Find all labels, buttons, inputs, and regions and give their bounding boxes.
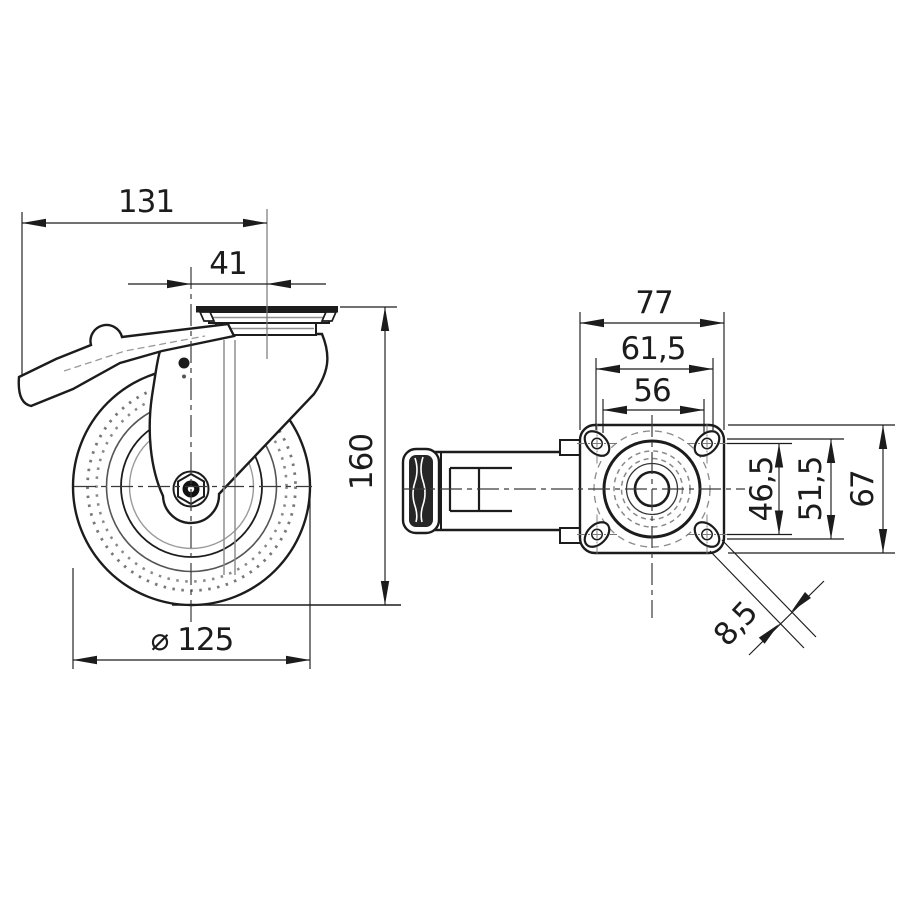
arrowhead: [700, 318, 724, 328]
grip-knurl-2: [420, 456, 426, 523]
bolt-hole-top-right: [687, 423, 727, 464]
arrowhead: [758, 620, 782, 644]
arrowhead: [380, 307, 390, 331]
plan-view: 77 61,5 56 46,5: [401, 285, 895, 656]
arrowhead: [788, 592, 811, 615]
dim-label-total-length: 131: [118, 184, 174, 220]
dimension-41: 41: [128, 246, 326, 289]
arrowhead: [243, 218, 267, 228]
dimension-131: 131: [21, 184, 267, 375]
dimension-51-5: 51,5: [727, 438, 844, 540]
brake-pedal-body: [17, 322, 236, 408]
rivet-dot: [178, 357, 190, 369]
grip-knurl-1: [412, 457, 418, 523]
brake-lever-plan: [401, 447, 592, 535]
arrowhead: [878, 425, 888, 449]
arrowhead: [73, 655, 97, 665]
arrowhead: [167, 279, 191, 289]
bolt-hole-bottom-right: [687, 514, 727, 555]
dim-label-total-height: 160: [344, 434, 380, 490]
dim-label-hole-spacing-width-max: 61,5: [620, 331, 685, 367]
arrowhead: [267, 279, 291, 289]
arrowhead: [680, 405, 704, 415]
side-view: 131 41 160 ⌀ 125: [17, 184, 401, 669]
arrowhead: [596, 364, 620, 374]
dim-label-hole-spacing-depth-min: 46,5: [744, 456, 780, 521]
dimension-46-5: 46,5: [727, 442, 792, 536]
extension-line: [721, 539, 817, 638]
dimension-67: 67: [728, 424, 895, 554]
arrowhead: [689, 364, 713, 374]
arrowhead: [22, 218, 46, 228]
dimension-77: 77: [579, 285, 725, 430]
dim-label-swivel-offset: 41: [209, 246, 246, 282]
dim-label-plate-depth: 67: [845, 470, 881, 507]
bolt-hole-bottom-left: [577, 514, 617, 555]
brake-pedal: [17, 322, 236, 408]
arrowhead: [603, 405, 627, 415]
plate-right-tab: [320, 311, 338, 322]
arrowhead: [286, 655, 310, 665]
dimension-8-5: 8,5: [707, 539, 825, 656]
dimension-61-5: 61,5: [595, 331, 714, 430]
arrowhead: [380, 581, 390, 605]
lever-grip-pad: [409, 455, 433, 527]
dim-label-hole-spacing-width-min: 56: [633, 373, 670, 409]
bolt-hole-top-left: [577, 423, 617, 464]
dimension-wheel-diameter: ⌀ 125: [72, 492, 311, 669]
dimension-160: 160: [340, 306, 397, 605]
bolt-holes: [577, 423, 727, 555]
dimension-56: 56: [602, 373, 705, 433]
rivet-dot-small: [182, 374, 186, 379]
dim-label-hole-spacing-depth-max: 51,5: [793, 456, 829, 521]
dim-label-hole-diameter: 8,5: [707, 595, 765, 653]
dimension-line: [748, 580, 825, 656]
dim-label-wheel-diameter: ⌀ 125: [151, 622, 234, 658]
arrowhead: [580, 318, 604, 328]
arrowhead: [878, 529, 888, 553]
dim-label-plate-width: 77: [635, 285, 672, 321]
plate-left-tab: [198, 311, 216, 322]
extension-line: [709, 550, 805, 649]
